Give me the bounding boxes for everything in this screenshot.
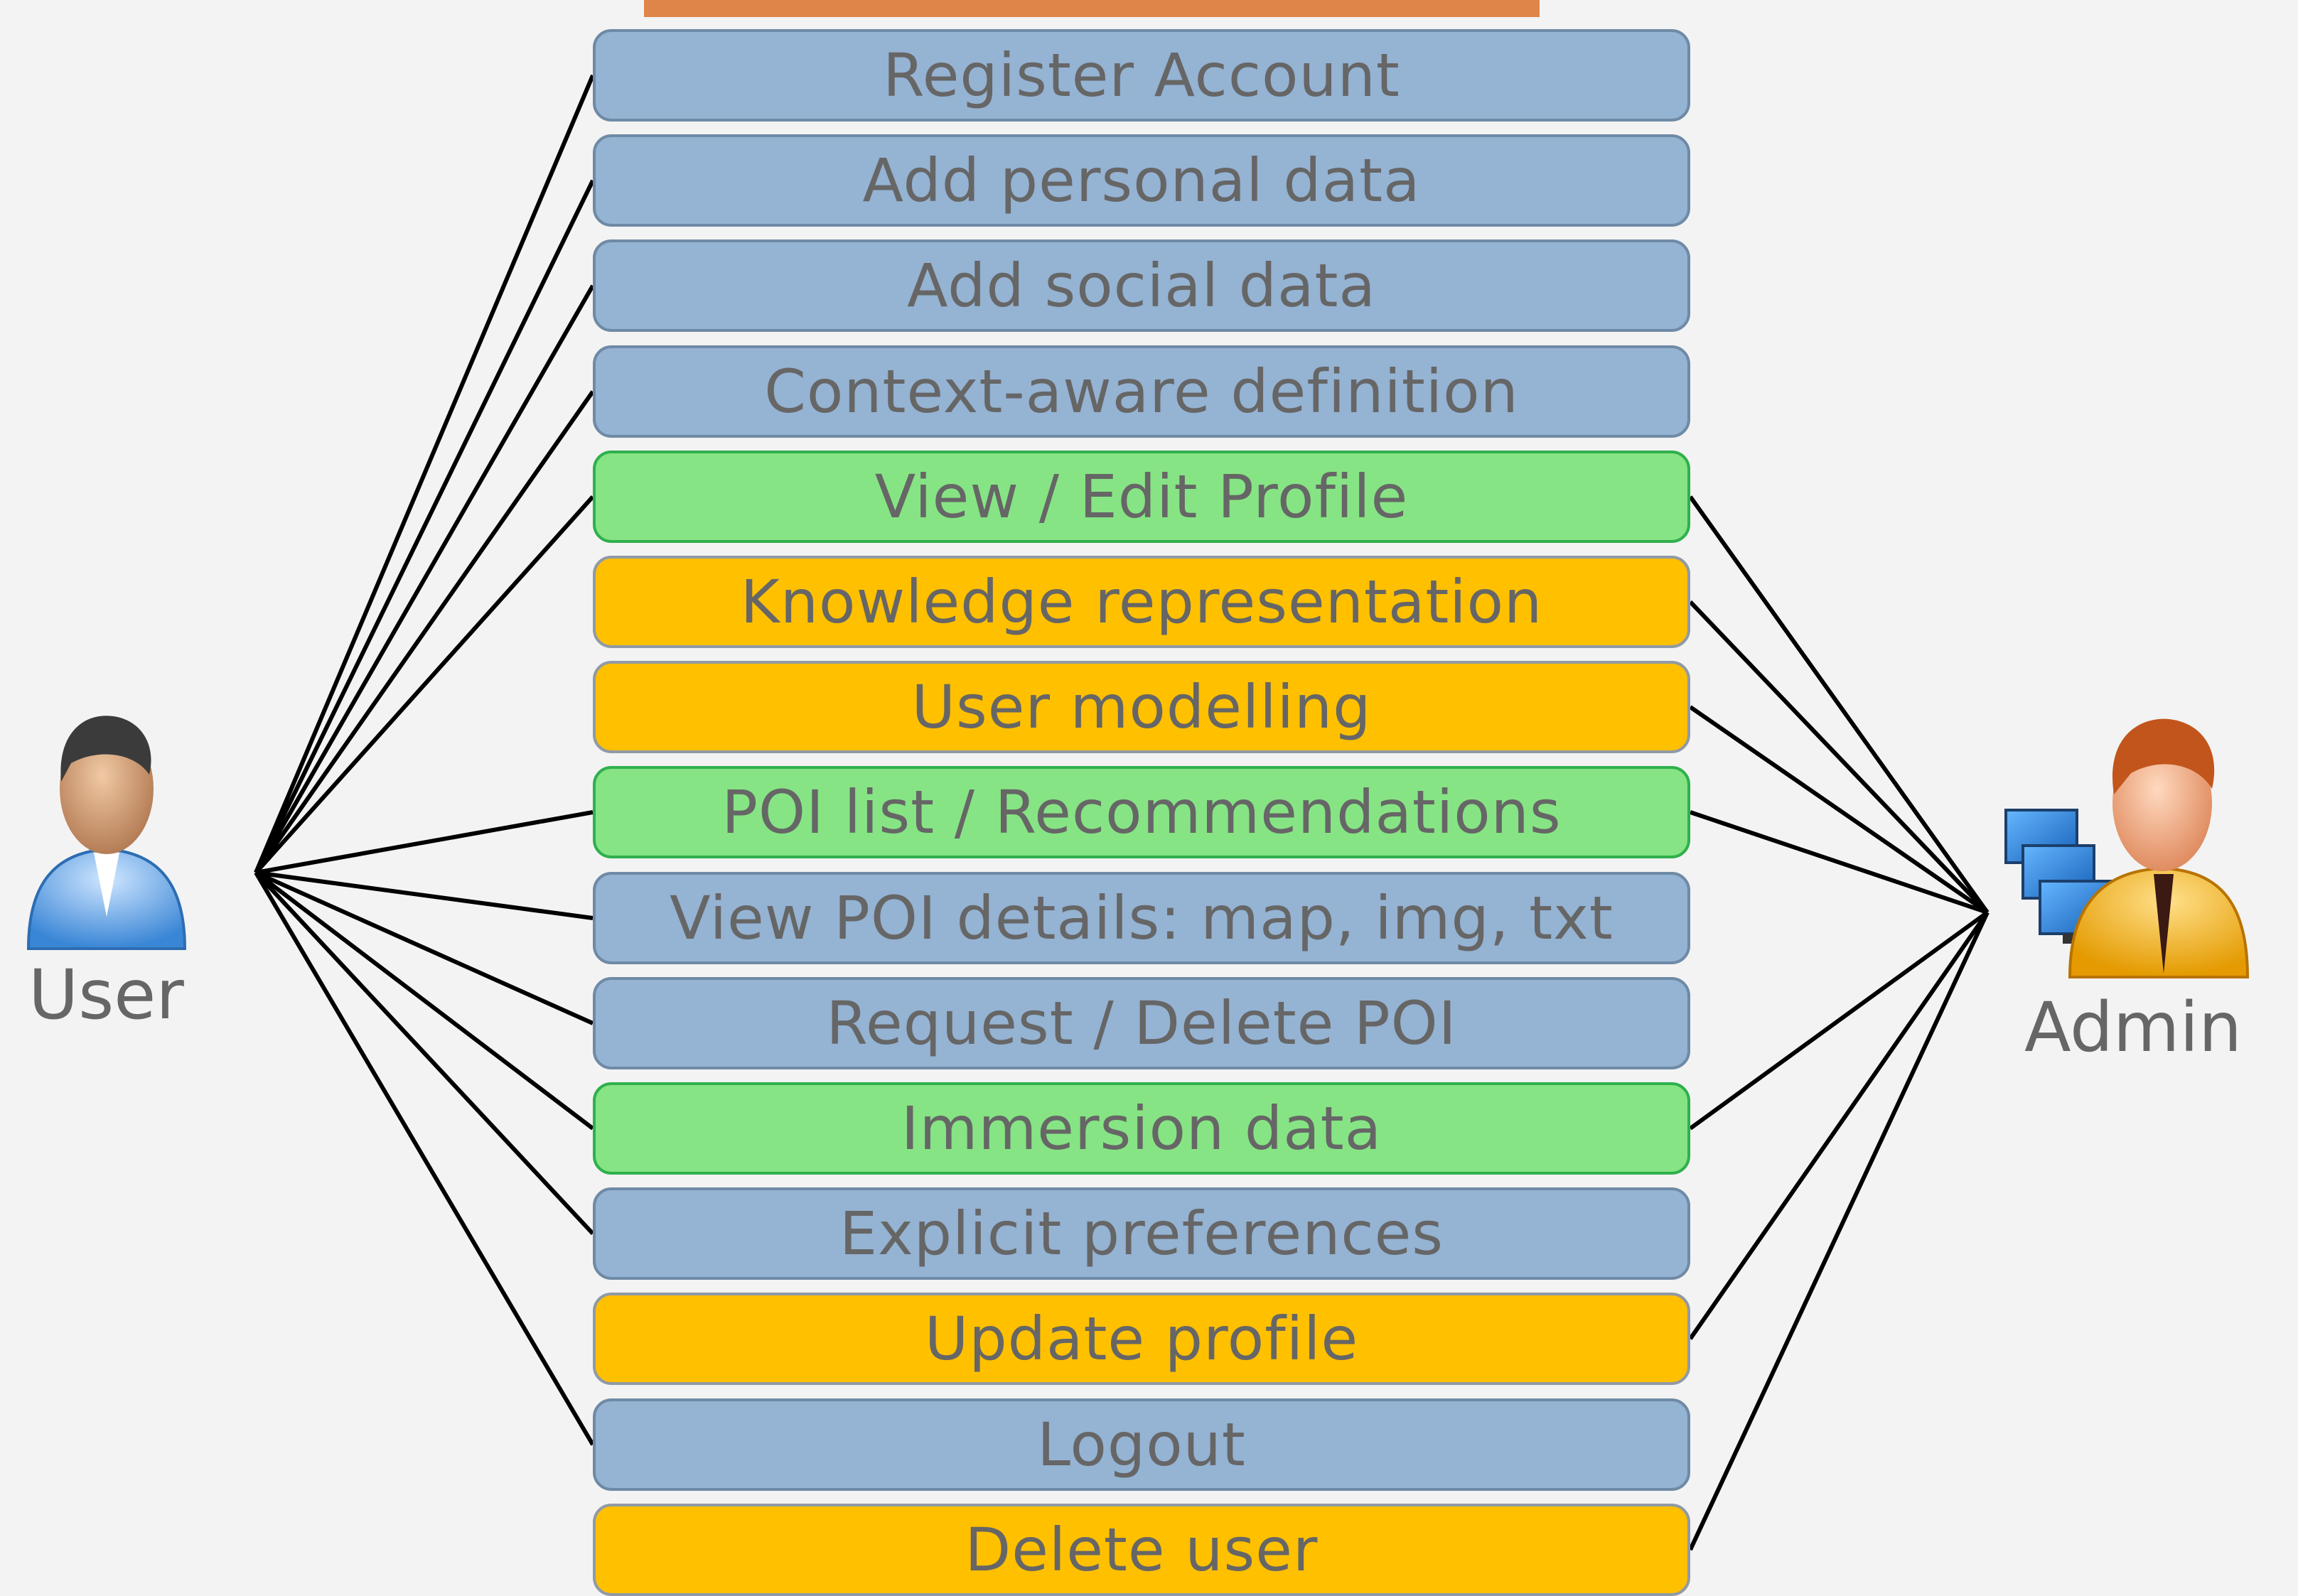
- use-case-immersion-data: Immersion data: [593, 1082, 1690, 1175]
- use-case-add-personal-data: Add personal data: [593, 134, 1690, 227]
- use-case-label: Knowledge representation: [740, 567, 1543, 637]
- use-case-delete-user: Delete user: [593, 1504, 1690, 1596]
- use-case-label: Delete user: [965, 1515, 1319, 1585]
- admin-link-line: [1688, 911, 1990, 1340]
- user-icon: [26, 716, 187, 950]
- user-link-line: [254, 871, 595, 1446]
- user-link-line: [254, 179, 595, 874]
- header-bar: [644, 0, 1540, 17]
- admin-link-line: [1688, 495, 1990, 914]
- use-case-update-profile: Update profile: [593, 1293, 1690, 1385]
- use-case-label: Immersion data: [901, 1094, 1382, 1163]
- admin-link-line: [1689, 910, 1989, 1131]
- user-actor-label: User: [28, 955, 184, 1035]
- use-case-explicit-preferences: Explicit preferences: [593, 1187, 1690, 1280]
- user-link-line: [255, 870, 594, 920]
- admin-link-line: [1689, 705, 1989, 915]
- user-link-line: [254, 870, 594, 1131]
- use-case-label: View / Edit Profile: [874, 462, 1409, 532]
- use-case-logout: Logout: [593, 1398, 1690, 1491]
- use-case-context-aware-definition: Context-aware definition: [593, 345, 1690, 438]
- use-case-request-delete-poi: Request / Delete POI: [593, 977, 1690, 1069]
- use-case-label: Add social data: [907, 251, 1376, 320]
- user-link-line: [254, 870, 594, 1025]
- use-case-user-modelling: User modelling: [593, 661, 1690, 753]
- user-link-line: [254, 74, 595, 874]
- use-case-label: User modelling: [911, 672, 1372, 742]
- use-case-view-poi-details-map-img-txt: View POI details: map, img, txt: [593, 872, 1690, 964]
- use-case-poi-list-recommendations: POI list / Recommendations: [593, 766, 1690, 858]
- use-case-view-edit-profile: View / Edit Profile: [593, 451, 1690, 543]
- admin-link-line: [1688, 600, 1990, 915]
- use-case-add-social-data: Add social data: [593, 239, 1690, 332]
- admin-link-line: [1688, 911, 1990, 1551]
- use-case-label: Register Account: [883, 41, 1400, 110]
- user-link-line: [254, 390, 595, 874]
- use-case-label: POI list / Recommendations: [721, 777, 1562, 847]
- user-link-line: [254, 284, 595, 874]
- use-case-label: Add personal data: [862, 146, 1421, 215]
- use-case-knowledge-representation: Knowledge representation: [593, 556, 1690, 648]
- user-link-line: [254, 870, 595, 1236]
- use-case-label: View POI details: map, img, txt: [670, 883, 1614, 953]
- use-case-label: Update profile: [924, 1304, 1359, 1374]
- use-case-label: Request / Delete POI: [826, 988, 1457, 1058]
- use-case-label: Logout: [1037, 1410, 1246, 1479]
- use-case-label: Explicit preferences: [839, 1199, 1444, 1268]
- admin-actor-label: Admin: [2024, 988, 2242, 1067]
- admin-icon: [2004, 718, 2250, 978]
- user-link-line: [255, 810, 594, 875]
- user-link-line: [254, 495, 595, 875]
- use-case-label: Context-aware definition: [764, 357, 1519, 426]
- admin-link-line: [1690, 810, 1988, 915]
- use-case-register-account: Register Account: [593, 29, 1690, 122]
